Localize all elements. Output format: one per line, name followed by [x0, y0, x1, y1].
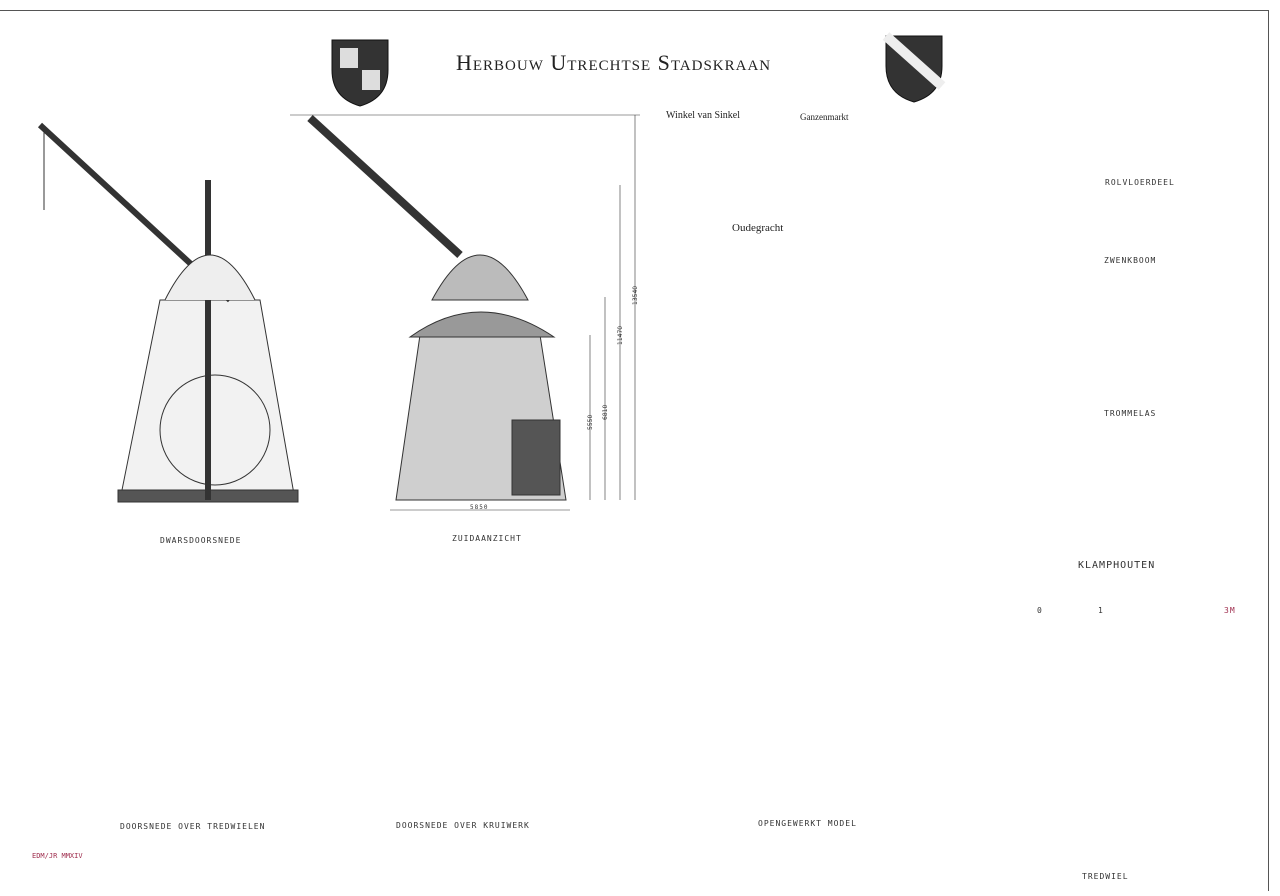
label-trommelas: Trommelas — [1104, 409, 1157, 418]
signature: EDM/JR MMXIV — [32, 852, 83, 860]
map-label-winkel-van-sinkel: Winkel van Sinkel — [666, 110, 741, 121]
map-label-oudegracht: Oudegracht — [732, 222, 784, 234]
label-tredwiel: Tredwiel — [1082, 872, 1129, 881]
scale-label-0: 0 — [1037, 606, 1043, 615]
sheet-border — [0, 10, 1269, 891]
label-doorsnede-tredwielen: Doorsnede over tredwielen — [120, 822, 266, 831]
coat-of-arms-right — [882, 32, 946, 103]
label-dwarsdoorsnede: Dwarsdoorsnede — [160, 536, 242, 545]
coat-of-arms-left — [331, 39, 389, 107]
dimension-5550: 5550 — [587, 414, 594, 430]
crane-south-elevation-drawing — [290, 114, 640, 511]
label-klamphouten: Klamphouten — [1078, 560, 1156, 571]
sheet-title: Herbouw Utrechtse Stadskraan — [456, 50, 772, 75]
label-zwenkboom: Zwenkboom — [1104, 256, 1157, 265]
dimension-13540: 13540 — [632, 285, 639, 305]
dimension-6810: 6810 — [602, 404, 609, 420]
crane-cross-section-drawing — [37, 122, 299, 503]
scale-label-3m: 3m — [1224, 606, 1236, 615]
map-label-ganzenmarkt: Ganzenmarkt — [800, 112, 849, 122]
label-doorsnede-kruiwerk: Doorsnede over kruiwerk — [396, 821, 530, 830]
label-zuidaanzicht: Zuidaanzicht — [452, 534, 522, 543]
dimension-11470: 11470 — [617, 325, 624, 345]
scale-label-1: 1 — [1098, 606, 1104, 615]
label-rolvloerdeel: Rolvloerdeel — [1105, 178, 1175, 187]
dimension-width: 5850 — [470, 504, 489, 511]
label-opengewerkt-model: Opengewerkt model — [758, 819, 857, 828]
